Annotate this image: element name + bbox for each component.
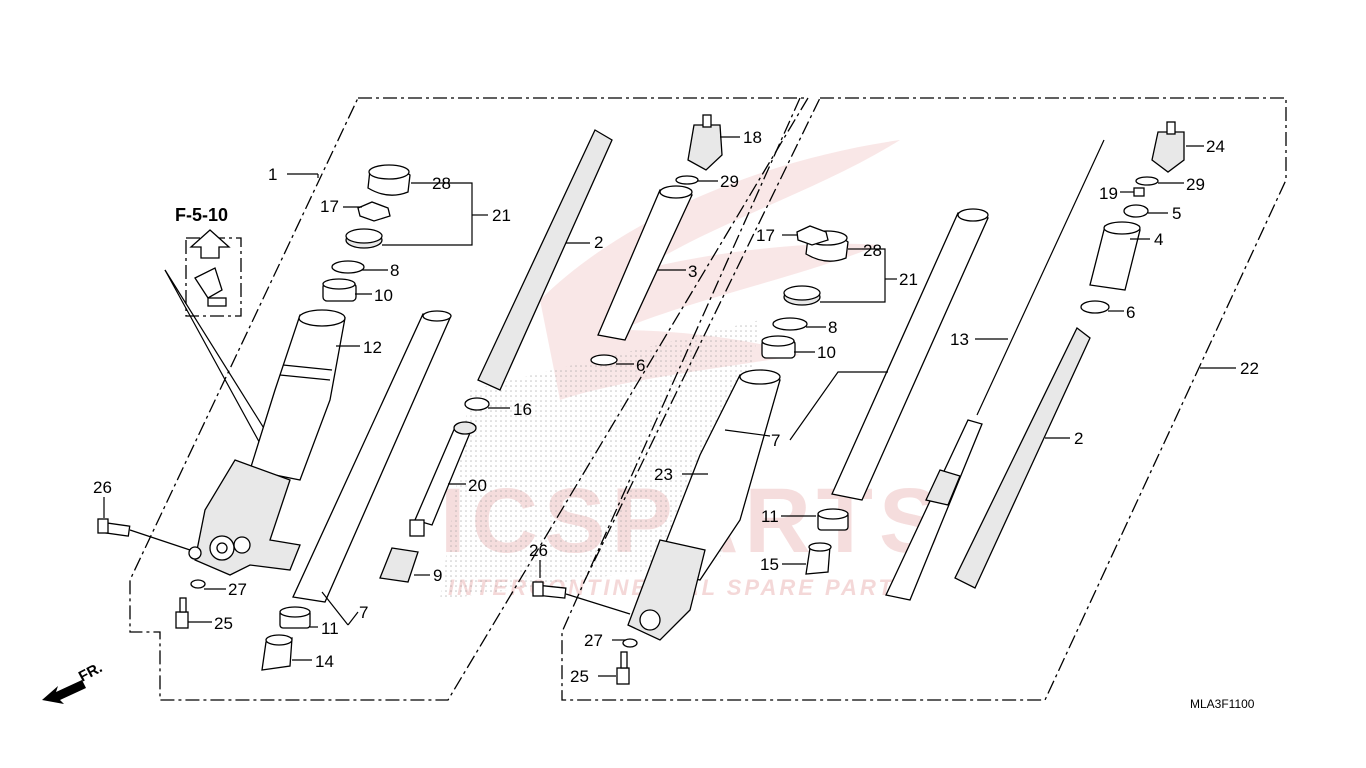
ring-29-left: [675, 175, 699, 185]
callout-29: 29: [720, 172, 739, 191]
front-direction-indicator: FR.: [42, 659, 105, 704]
outer-tube: [249, 314, 346, 481]
callout-12: 12: [363, 338, 382, 357]
reference-code[interactable]: F-5-10: [175, 205, 228, 225]
callout-2: 2: [594, 233, 603, 252]
callout-4: 4: [1154, 230, 1163, 249]
callout-8b: 8: [828, 318, 837, 337]
callout-7: 7: [359, 603, 368, 622]
callout-20: 20: [468, 476, 487, 495]
callout-labels: 1 28 17 21 8 10 12 26 27 25 11 7 14 2 16…: [93, 128, 1259, 686]
tube-4: [1089, 225, 1141, 291]
spring-9: [379, 547, 419, 583]
right-fork-assembly: [532, 121, 1185, 685]
bolt-25-right: [616, 651, 630, 685]
callout-8: 8: [390, 261, 399, 280]
callout-28b: 28: [863, 241, 882, 260]
callout-1: 1: [268, 165, 277, 184]
callout-5: 5: [1172, 204, 1181, 223]
cap-18: [687, 114, 723, 171]
callout-23: 23: [654, 465, 673, 484]
callout-27: 27: [228, 580, 247, 599]
callout-27b: 27: [584, 631, 603, 650]
cap-24: [1151, 121, 1185, 173]
right-frame: [561, 97, 1287, 701]
callout-22: 22: [1240, 359, 1259, 378]
left-frame: [129, 97, 810, 701]
callout-24: 24: [1206, 137, 1225, 156]
bolt-25-left: [175, 597, 189, 629]
callout-10b: 10: [817, 343, 836, 362]
front-arrow-icon: [42, 680, 86, 704]
diagram-code: MLA3F1100: [1190, 697, 1255, 711]
callout-26: 26: [93, 478, 112, 497]
washer-27-left: [190, 579, 206, 589]
callout-17: 17: [320, 197, 339, 216]
leader-lines: [103, 136, 1236, 677]
up-arrow-icon: [189, 229, 231, 259]
ring-8-left: [331, 260, 365, 274]
callout-17b: 17: [756, 226, 775, 245]
callout-18: 18: [743, 128, 762, 147]
callout-29b: 29: [1186, 175, 1205, 194]
washer-5: [1123, 204, 1149, 218]
ring-8-right: [772, 317, 808, 331]
callout-6: 6: [636, 356, 645, 375]
clip-17-left: [357, 201, 391, 222]
callout-6b: 6: [1126, 303, 1135, 322]
clip-17-right: [796, 225, 829, 246]
ring-29-right: [1135, 176, 1159, 186]
callout-7b: 7: [771, 431, 780, 450]
bolt-26-left: [97, 518, 191, 551]
callout-11: 11: [321, 619, 339, 638]
rod-13: [885, 419, 983, 601]
callout-10: 10: [374, 286, 393, 305]
ring-16: [464, 397, 490, 411]
callout-9: 9: [433, 566, 442, 585]
washer-27-right: [622, 638, 638, 648]
spring-2-right: [954, 326, 1091, 589]
bottom-case: [194, 459, 301, 576]
callout-3: 3: [688, 262, 697, 281]
ring-6-left: [590, 354, 618, 366]
callout-21: 21: [492, 206, 511, 225]
callout-11b: 11: [761, 507, 779, 526]
callout-25b: 25: [570, 667, 589, 686]
callout-14: 14: [315, 652, 334, 671]
left-fork-assembly: [97, 114, 723, 671]
bolt-26-right: [532, 581, 631, 615]
callout-26b: 26: [529, 541, 548, 560]
callout-15: 15: [760, 555, 779, 574]
callout-28: 28: [432, 174, 451, 193]
spring-2-left: [477, 129, 613, 391]
ring-6-right: [1080, 300, 1110, 314]
callout-13: 13: [950, 330, 969, 349]
outer-tube-right: [654, 374, 781, 581]
nut-19: [1133, 187, 1145, 197]
callout-25: 25: [214, 614, 233, 633]
callout-21b: 21: [899, 270, 918, 289]
callout-16: 16: [513, 400, 532, 419]
reference-arrow[interactable]: F-5-10: [175, 205, 231, 259]
callout-2b: 2: [1074, 429, 1083, 448]
callout-19: 19: [1099, 184, 1118, 203]
